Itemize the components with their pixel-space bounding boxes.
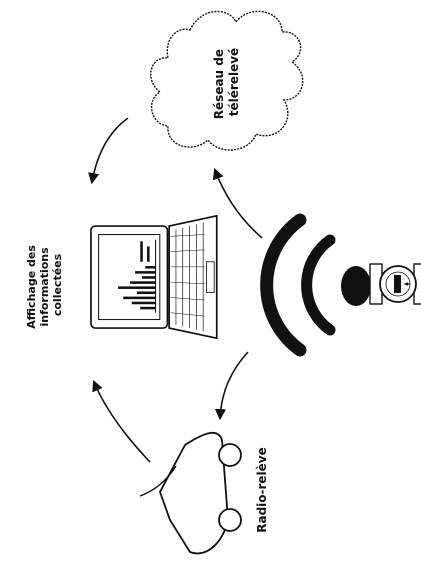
arrow-waves-to-cloud (212, 167, 263, 239)
vehicle-label-text: Radio-relève (255, 447, 269, 533)
radio-waves-icon (260, 213, 371, 357)
arrow-cloud-to-display (88, 117, 129, 185)
arrow-waves-to-car (214, 351, 249, 421)
network-label-line-2: télérelevé (227, 48, 241, 116)
arrow-car-to-display (92, 379, 151, 463)
display-label-line-1: Affichage des (25, 245, 38, 329)
vehicle-label: Radio-relève (255, 447, 269, 533)
network-label-line-1: Réseau de (212, 49, 226, 119)
display-label: Affichage des informations collectées (25, 241, 64, 328)
car-icon (159, 431, 242, 555)
display-label-line-2: informations (38, 247, 51, 327)
display-label-line-3: collectées (51, 253, 64, 316)
water-meter-icon (369, 263, 421, 305)
car-motion-stroke (139, 465, 177, 497)
network-label: Réseau de télérelevé (212, 45, 241, 119)
cloud-icon (150, 10, 304, 151)
laptop-icon (90, 214, 218, 340)
